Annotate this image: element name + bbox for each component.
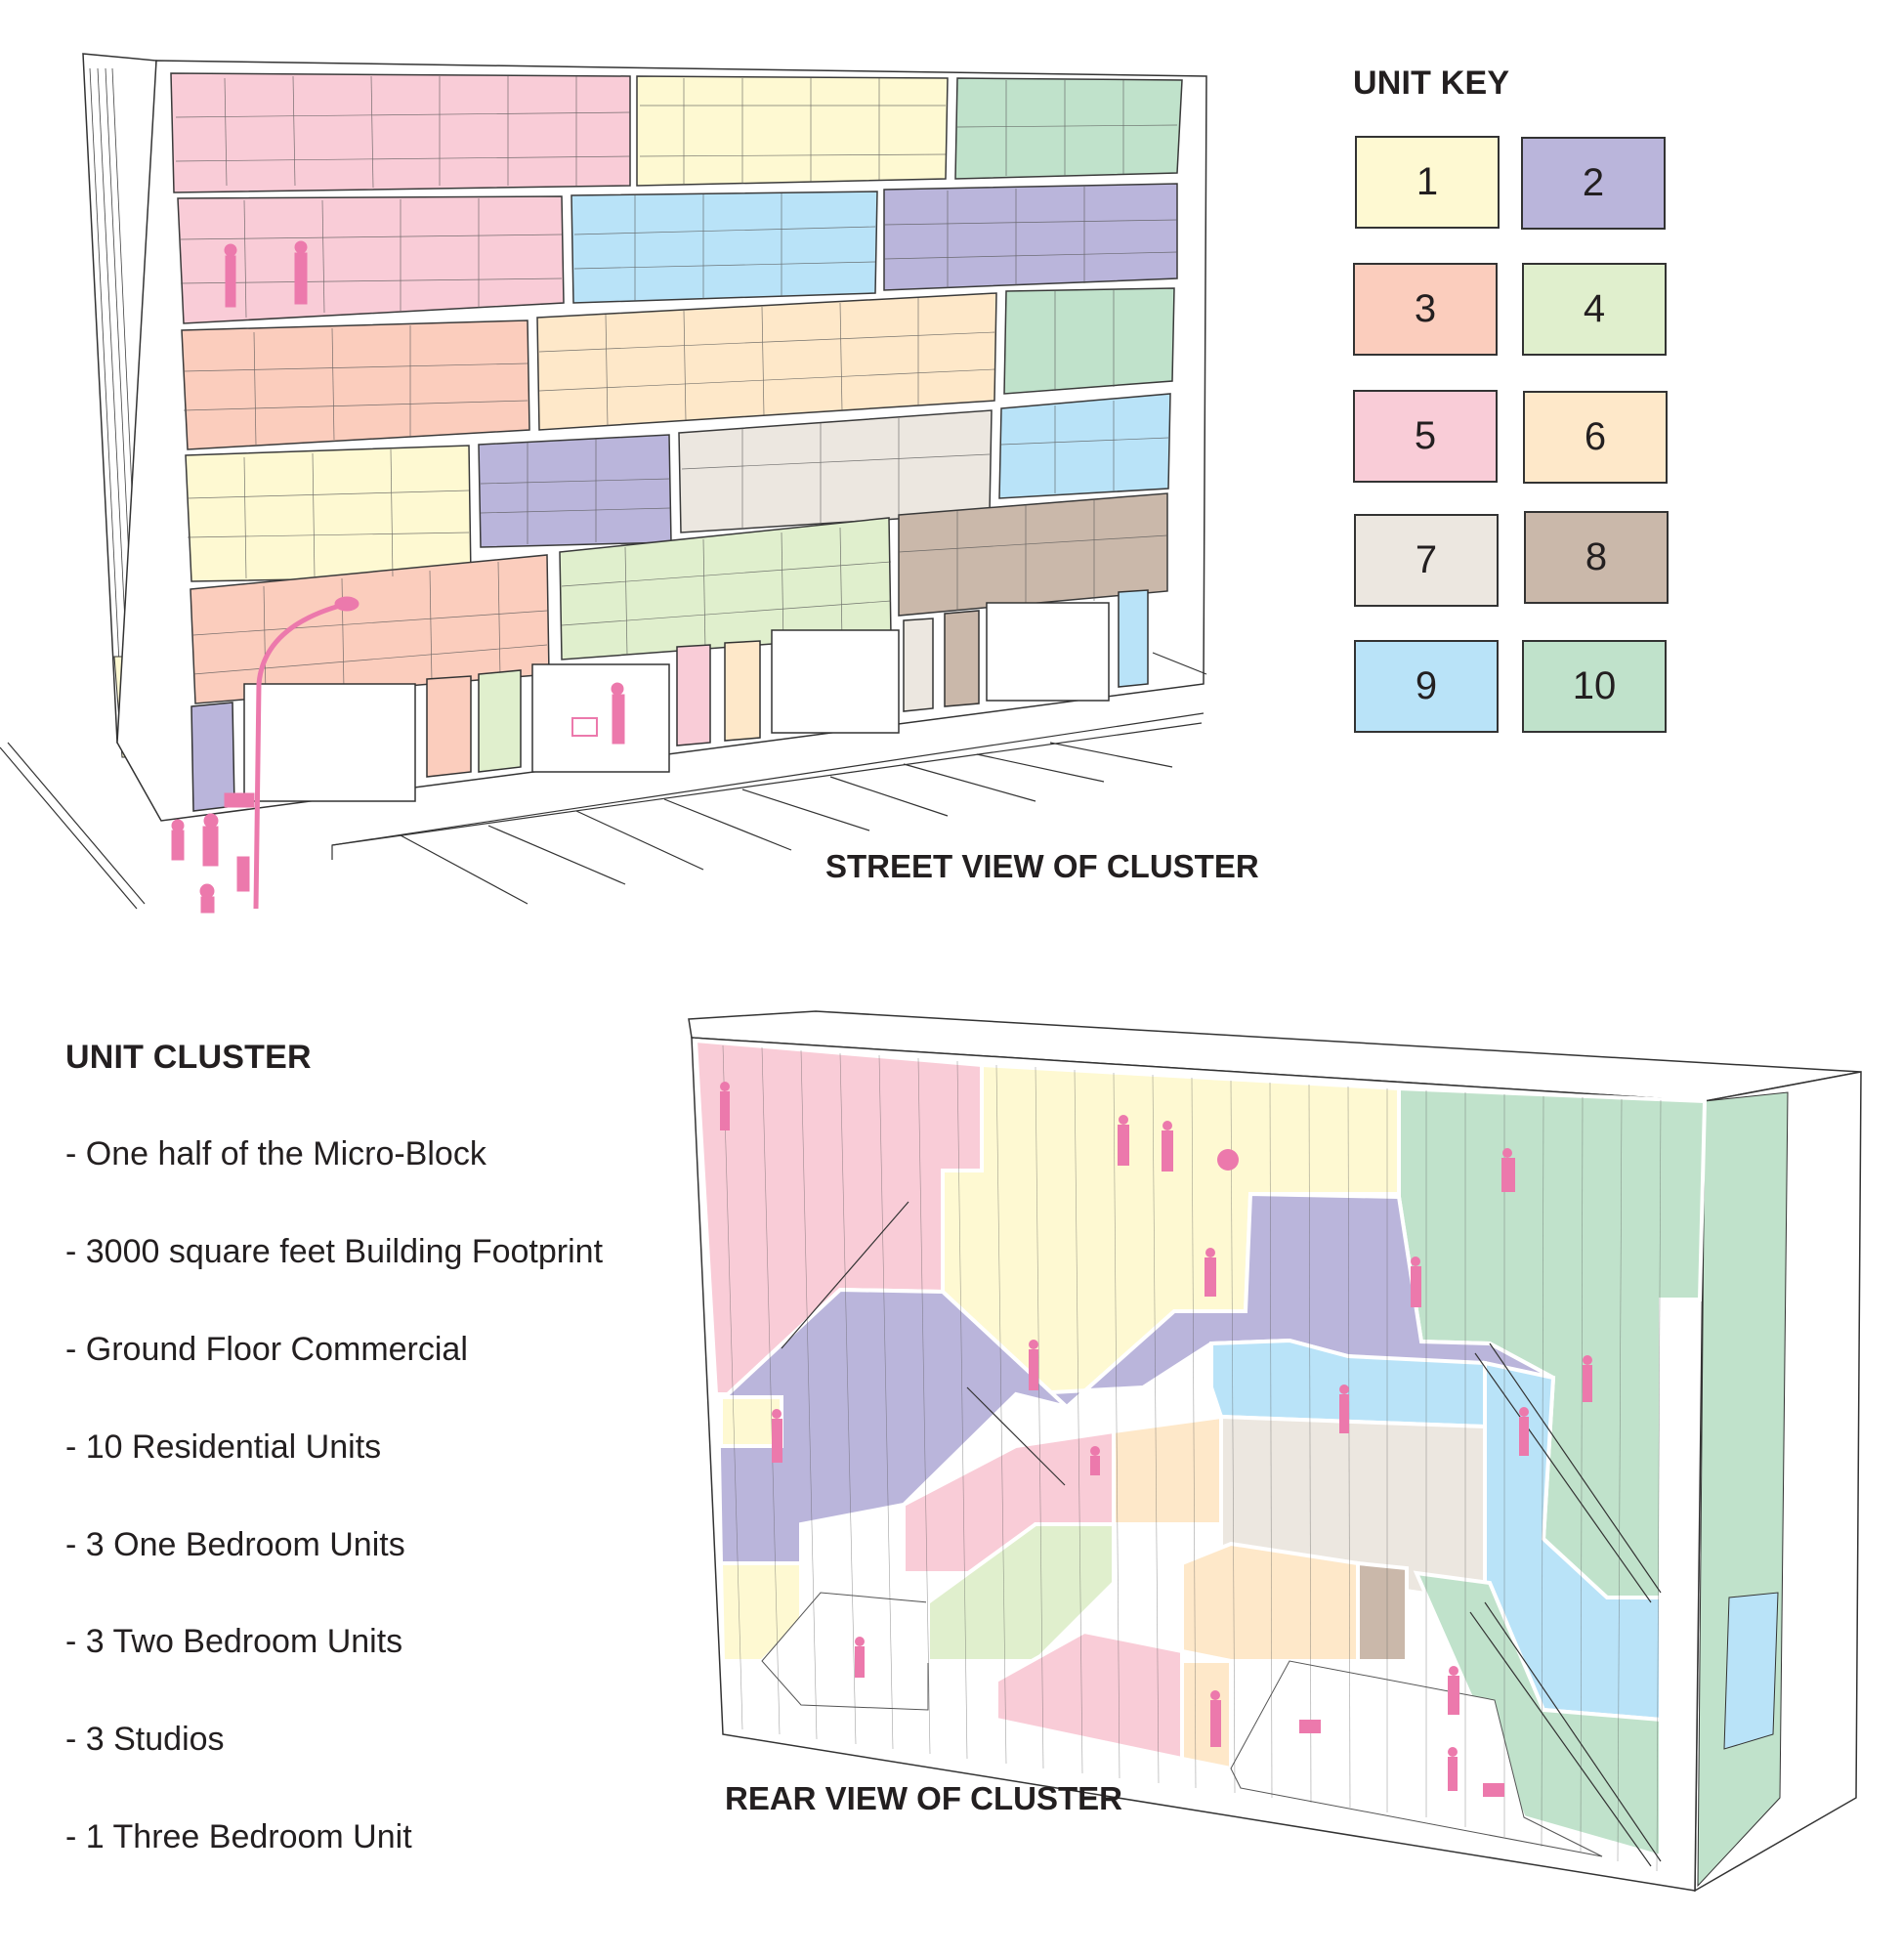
rear-view-caption: REAR VIEW OF CLUSTER	[725, 1780, 1123, 1816]
unit-key-swatch-1: 1	[1355, 136, 1500, 229]
unit-key-label: 8	[1585, 535, 1608, 578]
unit-key-swatch-3: 3	[1353, 263, 1498, 356]
unit-key-swatch-9: 9	[1354, 640, 1499, 733]
unit-key-swatch-4: 4	[1522, 263, 1667, 356]
unit-key-label: 2	[1582, 161, 1605, 204]
unit-key-label: 5	[1414, 414, 1437, 457]
unit-key-label: 3	[1414, 287, 1437, 330]
unit-key-label: 7	[1415, 538, 1438, 581]
people-silhouettes	[171, 240, 625, 914]
unit-cluster-item: - 1 Three Bedroom Unit	[65, 1818, 412, 1855]
unit-cluster-item: - One half of the Micro-Block	[65, 1135, 486, 1172]
unit-key-label: 10	[1572, 664, 1617, 707]
street-view-drawing	[0, 0, 1231, 918]
unit-key-swatch-8: 8	[1524, 511, 1669, 604]
unit-cluster-item: - Ground Floor Commercial	[65, 1331, 468, 1368]
unit-cluster-item: - 3 One Bedroom Units	[65, 1526, 405, 1563]
unit-key-swatch-10: 10	[1522, 640, 1667, 733]
unit-cluster-title: UNIT CLUSTER	[65, 1039, 312, 1076]
unit-key-swatch-2: 2	[1521, 137, 1666, 230]
unit-key-label: 4	[1583, 287, 1606, 330]
unit-key-label: 1	[1416, 160, 1439, 203]
unit-cluster-item: - 3 Studios	[65, 1721, 225, 1758]
unit-cluster-item: - 3 Two Bedroom Units	[65, 1623, 403, 1660]
people-silhouettes	[720, 1082, 1592, 1797]
street-view-illustration	[0, 53, 1207, 914]
unit-key-title: UNIT KEY	[1353, 64, 1510, 102]
unit-key-swatch-5: 5	[1353, 390, 1498, 483]
unit-cluster-item: - 3000 square feet Building Footprint	[65, 1233, 604, 1270]
unit-key-label: 6	[1584, 415, 1607, 458]
rear-view-drawing	[674, 987, 1902, 1896]
unit-key-swatch-6: 6	[1523, 391, 1668, 484]
unit-cluster-item: - 10 Residential Units	[65, 1428, 382, 1466]
unit-key-label: 9	[1415, 664, 1438, 707]
rear-view-illustration	[688, 1010, 1862, 1893]
unit-key-swatch-7: 7	[1354, 514, 1499, 607]
street-view-caption: STREET VIEW OF CLUSTER	[825, 848, 1259, 884]
